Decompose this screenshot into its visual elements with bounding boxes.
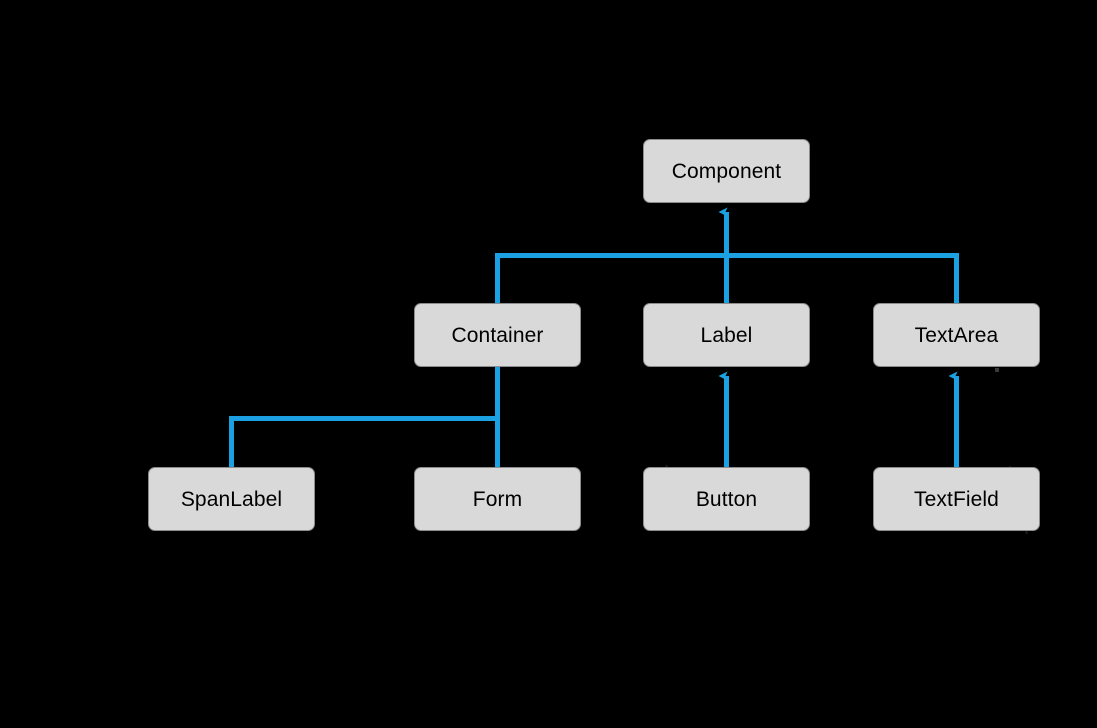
node-label-label: Label — [700, 323, 753, 347]
edge-group-container-children — [229, 367, 500, 467]
node-spanlabel-label: SpanLabel — [180, 487, 283, 511]
node-button-label: Button — [695, 487, 758, 511]
edge-group-leaf-arrows — [718, 371, 959, 467]
node-textfield-label: TextField — [914, 487, 999, 511]
node-form[interactable]: Form — [414, 467, 581, 531]
node-textfield[interactable]: TextField — [873, 467, 1040, 531]
node-form-label: Form — [472, 487, 523, 511]
tick-artifact-textarea — [995, 368, 999, 372]
edge-textarea-to-component — [726, 253, 959, 303]
node-container[interactable]: Container — [414, 303, 581, 367]
node-component-label: Component — [671, 159, 782, 183]
node-container-label: Container — [451, 323, 544, 347]
node-label[interactable]: Label — [643, 303, 810, 367]
node-button[interactable]: Button — [643, 467, 810, 531]
node-spanlabel[interactable]: SpanLabel — [148, 467, 315, 531]
node-textarea[interactable]: TextArea — [873, 303, 1040, 367]
node-textarea-label: TextArea — [914, 323, 999, 347]
edge-group-level1 — [495, 207, 959, 303]
edge-spanlabel-to-container — [229, 416, 498, 467]
node-component[interactable]: Component — [643, 139, 810, 203]
edge-container-to-component — [495, 253, 727, 303]
